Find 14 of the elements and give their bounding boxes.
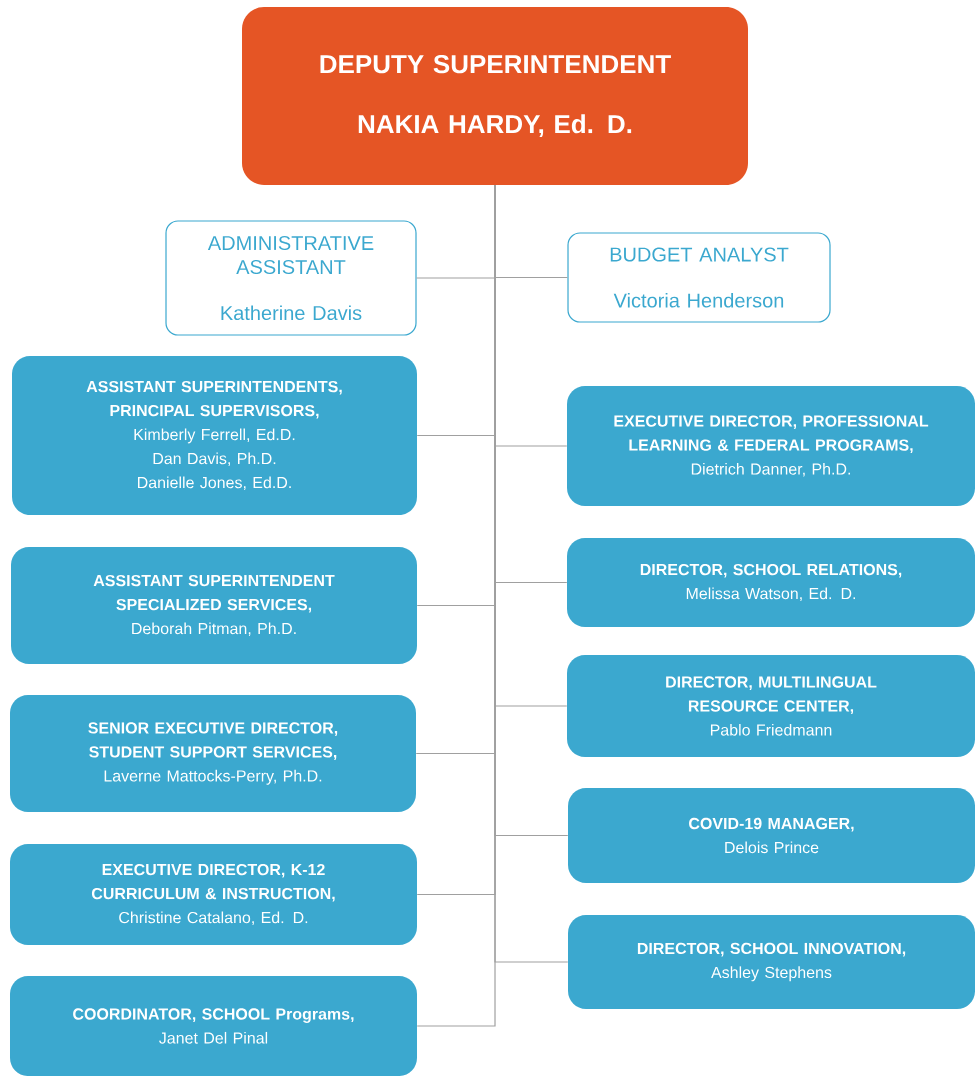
department-box: ASSISTANT SUPERINTENDENTS, PRINCIPAL SUPERVISORS, Kimberly Ferrell, Ed.D. Dan Davis, Ph.D. Danielle Jones, Ed.D.: [12, 356, 417, 515]
department-box: EXECUTIVE DIRECTOR, K-12 CURRICULUM & INSTRUCTION, Christine Catalano, Ed. D.: [10, 844, 417, 945]
department-box: SENIOR EXECUTIVE DIRECTOR, STUDENT SUPPORT SERVICES, Laverne Mattocks-Perry, Ph.D.: [10, 695, 416, 812]
staff-box: ADMINISTRATIVE ASSISTANT Katherine Davis: [165, 220, 417, 336]
title-box: DEPUTY SUPERINTENDENT NAKIA HARDY, Ed. D.: [242, 7, 748, 185]
department-box: DIRECTOR, MULTILINGUAL RESOURCE CENTER, Pablo Friedmann: [567, 655, 975, 757]
department-box: EXECUTIVE DIRECTOR, PROFESSIONAL LEARNING & FEDERAL PROGRAMS, Dietrich Danner, Ph.D.: [567, 386, 975, 506]
department-box: DIRECTOR, SCHOOL RELATIONS, Melissa Watson, Ed. D.: [567, 538, 975, 627]
connector-line: [416, 184, 496, 1027]
department-box: ASSISTANT SUPERINTENDENT SPECIALIZED SERVICES, Deborah Pitman, Ph.D.: [11, 547, 417, 664]
department-box: COVID-19 MANAGER, Delois Prince: [568, 788, 975, 883]
department-box: COORDINATOR, SCHOOL Programs, Janet Del Pinal: [10, 976, 417, 1076]
staff-box: BUDGET ANALYST Victoria Henderson: [567, 232, 831, 323]
department-box: DIRECTOR, SCHOOL INNOVATION, Ashley Stephens: [568, 915, 975, 1009]
